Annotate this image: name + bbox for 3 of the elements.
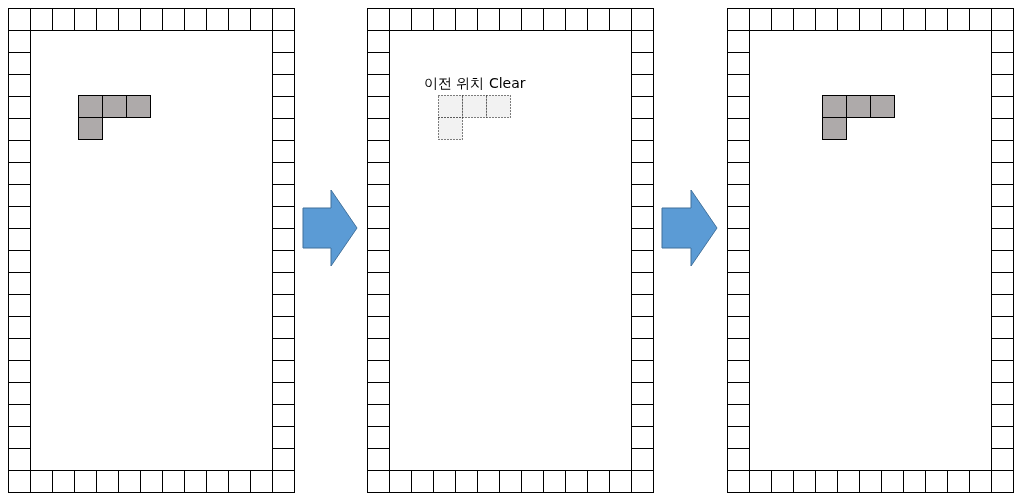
block-arrow — [302, 189, 358, 267]
block-arrow — [661, 189, 718, 267]
annotation-text: 이전 위치 Clear — [424, 75, 526, 93]
